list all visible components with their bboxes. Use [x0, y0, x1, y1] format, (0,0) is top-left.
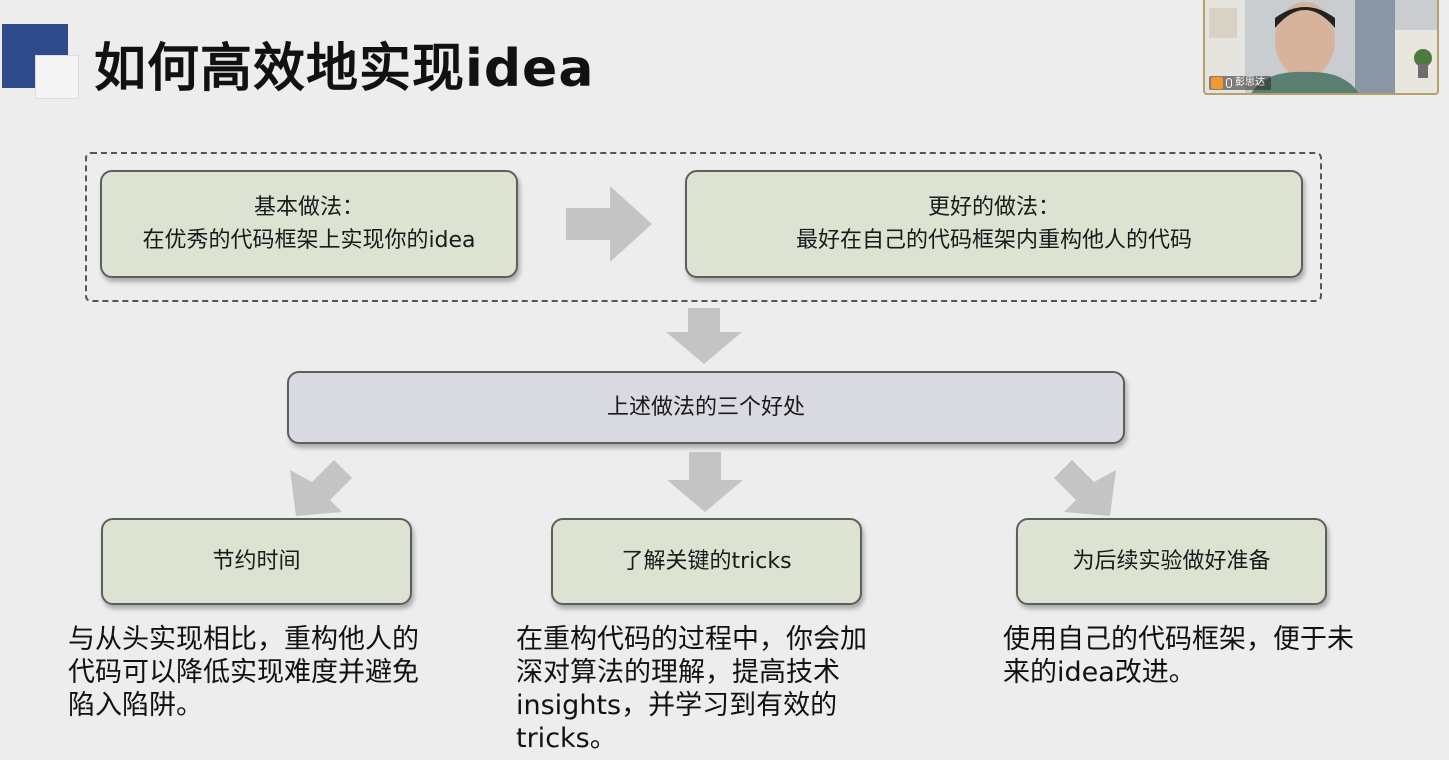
better-approach-heading: 更好的做法：	[927, 195, 1060, 220]
user-icon	[1211, 77, 1223, 89]
right-arrow-icon	[566, 186, 652, 262]
benefit-label-3: 为后续实验做好准备	[1072, 549, 1271, 574]
basic-approach-text: 在优秀的代码框架上实现你的idea	[142, 228, 476, 253]
microphone-icon	[1226, 78, 1232, 88]
approaches-group	[85, 152, 1322, 302]
better-approach-text: 最好在自己的代码框架内重构他人的代码	[795, 228, 1192, 253]
benefits-summary-label: 上述做法的三个好处	[606, 395, 805, 420]
better-approach-box: 更好的做法： 最好在自己的代码框架内重构他人的代码	[685, 170, 1303, 278]
benefit-label-2: 了解关键的tricks	[621, 549, 792, 574]
participant-name: 彭思达	[1235, 77, 1265, 88]
benefit-desc-1: 与从头实现相比，重构他人的代码可以降低实现难度并避免陷入陷阱。	[68, 624, 419, 721]
benefit-box-1: 节约时间	[101, 518, 412, 605]
logo-square-overlay	[36, 56, 78, 98]
basic-approach-heading: 基本做法：	[253, 195, 364, 220]
webcam-tile[interactable]: 彭思达	[1203, 0, 1439, 95]
down-arrow-icon	[666, 308, 742, 364]
down-right-arrow-icon	[1054, 460, 1116, 516]
benefit-box-2: 了解关键的tricks	[551, 518, 862, 605]
page-title: 如何高效地实现idea	[94, 39, 595, 99]
participant-name-badge: 彭思达	[1209, 76, 1271, 90]
down-arrow-icon	[667, 452, 743, 512]
benefits-summary-box: 上述做法的三个好处	[287, 371, 1125, 444]
benefit-desc-3: 使用自己的代码框架，便于未来的idea改进。	[1003, 624, 1354, 688]
down-left-arrow-icon	[290, 460, 352, 516]
benefit-box-3: 为后续实验做好准备	[1016, 518, 1327, 605]
basic-approach-box: 基本做法： 在优秀的代码框架上实现你的idea	[100, 170, 518, 278]
benefit-desc-2: 在重构代码的过程中，你会加深对算法的理解，提高技术insights，并学习到有效…	[516, 624, 867, 754]
webcam-video	[1205, 0, 1437, 93]
benefit-label-1: 节约时间	[212, 549, 301, 574]
